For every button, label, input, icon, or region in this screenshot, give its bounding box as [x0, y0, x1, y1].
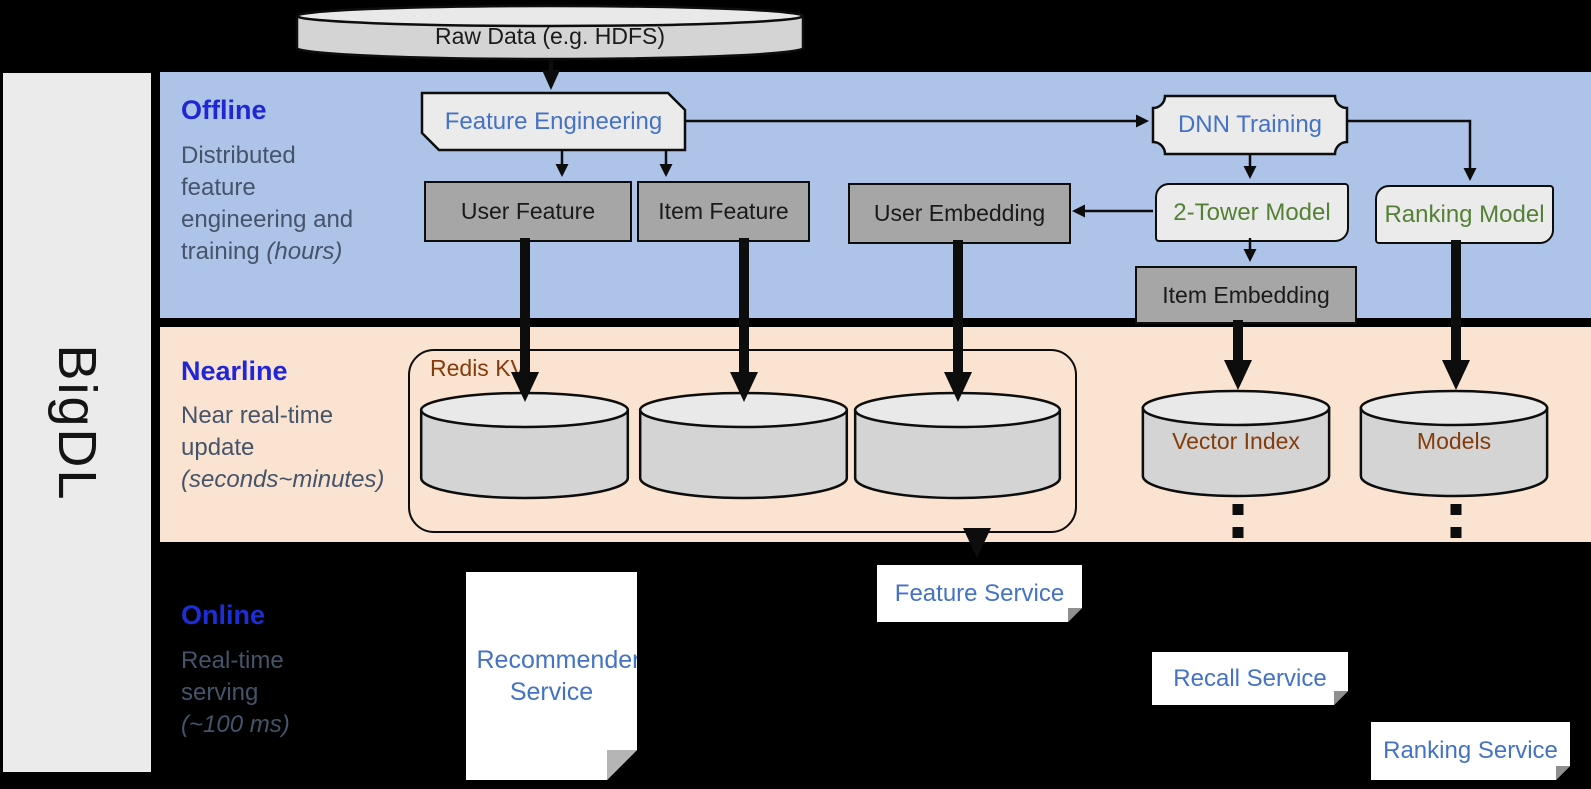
ranking-service-label: Ranking Service [1383, 737, 1558, 764]
vector-index-store: Vector Index [1140, 388, 1332, 500]
feature-engineering-label: Feature Engineering [444, 107, 663, 135]
page-fold-icon [1068, 608, 1082, 622]
bigdl-logo-text: BigDL [47, 343, 107, 502]
redis-cylinder-3 [852, 390, 1063, 502]
feature-engineering-node: Feature Engineering [420, 91, 687, 152]
vector-index-label: Vector Index [1172, 428, 1300, 455]
redis-cylinder-1 [418, 390, 631, 502]
nearline-description: Near real-time update (seconds~minutes) [181, 402, 385, 493]
recall-service-label: Recall Service [1173, 664, 1327, 692]
cylinder-shape [418, 390, 631, 502]
raw-data-store: Raw Data (e.g. HDFS) [295, 4, 805, 62]
item-feature-label: Item Feature [658, 198, 789, 224]
feature-service-label: Feature Service [894, 579, 1065, 607]
two-tower-model-label: 2-Tower Model [1173, 198, 1331, 226]
offline-description: Distributed feature engineering and trai… [181, 142, 354, 265]
raw-data-label: Raw Data (e.g. HDFS) [434, 22, 666, 49]
ranking-model-label: Ranking Model [1384, 200, 1545, 228]
user-feature-label: User Feature [460, 198, 596, 224]
offline-title: Offline [181, 95, 267, 125]
page-fold-icon [607, 750, 637, 780]
page-fold-icon [1556, 766, 1570, 780]
models-store: Models [1358, 388, 1550, 500]
cylinder-shape [1140, 388, 1332, 500]
two-tower-model-node: 2-Tower Model [1155, 183, 1349, 242]
feature-service-node: Feature Service [877, 565, 1082, 622]
user-embedding-label: User Embedding [873, 200, 1046, 226]
models-label: Models [1416, 428, 1492, 455]
feature-engineering-shape [420, 91, 687, 152]
item-embedding-label: Item Embedding [1162, 281, 1330, 308]
dnn-training-label: DNN Training [1177, 111, 1323, 138]
user-embedding-node: User Embedding [848, 183, 1071, 244]
redis-kv-label: Redis KV [430, 355, 526, 381]
user-feature-node: User Feature [424, 181, 632, 242]
online-title: Online [181, 600, 266, 630]
recall-service-node: Recall Service [1152, 652, 1348, 705]
bigdl-sidebar: BigDL [3, 73, 151, 772]
redis-cylinder-2 [637, 390, 850, 502]
nearline-title: Nearline [181, 356, 288, 386]
dnn-training-node: DNN Training [1151, 94, 1349, 156]
recommender-service-node: Recommender Service [466, 572, 637, 780]
item-embedding-node: Item Embedding [1135, 266, 1357, 324]
cylinder-shape [852, 390, 1063, 502]
cylinder-shape [1358, 388, 1550, 500]
ranking-service-node: Ranking Service [1371, 722, 1570, 780]
dnn-training-shape [1151, 94, 1349, 156]
item-feature-node: Item Feature [637, 181, 810, 242]
cylinder-shape [637, 390, 850, 502]
raw-data-cylinder-shape [295, 4, 805, 62]
recommender-service-label: Recommender Service [476, 646, 641, 706]
page-fold-icon [1334, 691, 1348, 705]
online-description: Real-time serving (~100 ms) [181, 647, 290, 738]
ranking-model-node: Ranking Model [1375, 185, 1554, 244]
